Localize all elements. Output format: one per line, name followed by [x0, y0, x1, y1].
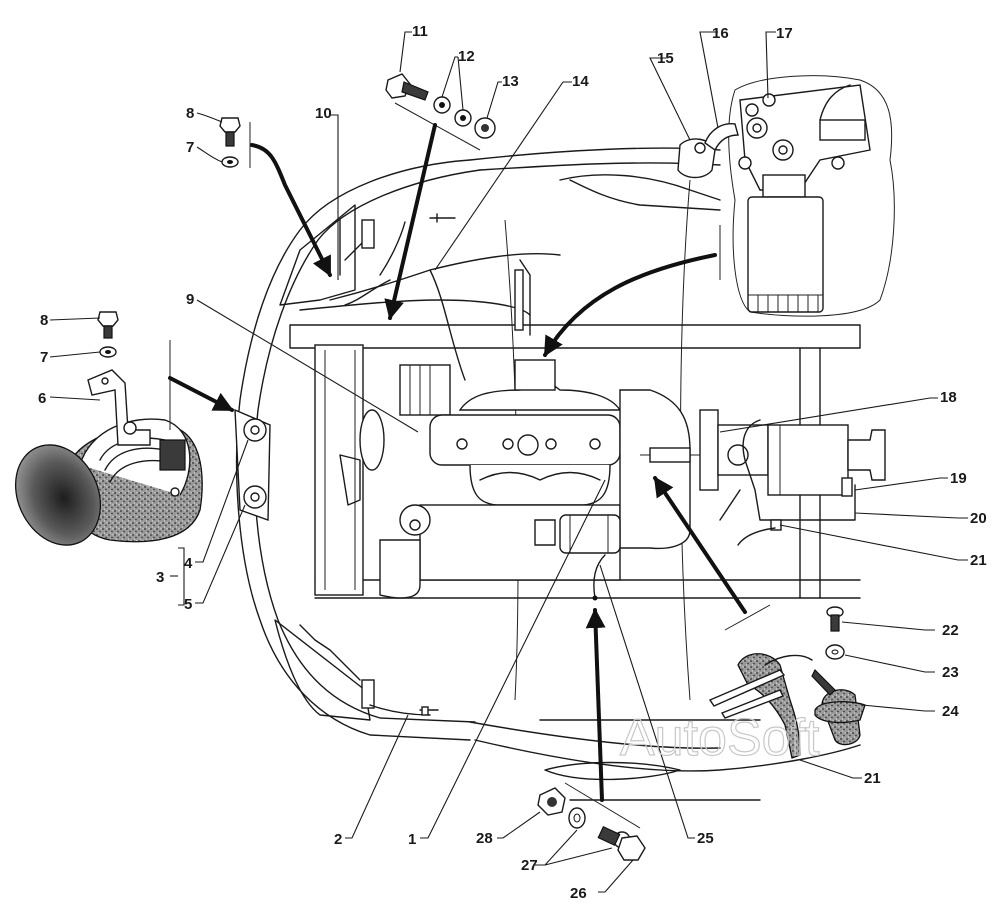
callout-23: 23 [942, 664, 959, 681]
callout-14: 14 [572, 73, 589, 90]
callout-16: 16 [712, 25, 729, 42]
callout-18: 18 [940, 389, 957, 406]
callout-17: 17 [776, 25, 793, 42]
radiator [314, 344, 364, 596]
callout-9: 9 [186, 291, 194, 308]
callout-1: 1 [408, 831, 416, 848]
callout-27: 27 [521, 857, 538, 874]
ground-bolt-top [219, 117, 241, 168]
callout-21-upper: 21 [970, 552, 987, 569]
leader-lines [49, 31, 968, 893]
oil-pressure-sensor [677, 123, 739, 179]
ground-bolt-11 [385, 73, 429, 101]
callout-28: 28 [476, 830, 493, 847]
callout-7-left: 7 [40, 349, 48, 366]
callout-11: 11 [412, 23, 428, 40]
sensor-screw [826, 606, 844, 632]
horn-mount-points [234, 408, 271, 521]
callout-21-lower: 21 [864, 770, 881, 787]
callout-7-top: 7 [186, 139, 194, 156]
bolt-26 [597, 825, 646, 861]
sensor-washer [825, 644, 845, 660]
callout-26: 26 [570, 885, 587, 902]
engine [339, 359, 691, 599]
callout-8-left: 8 [40, 312, 48, 329]
watermark: AutoSoft [620, 709, 820, 767]
callout-25: 25 [697, 830, 714, 847]
nut-13 [474, 117, 496, 139]
callout-3: 3 [156, 569, 164, 586]
callout-24: 24 [942, 703, 959, 720]
horn-bracket [87, 369, 151, 446]
oil-filter-inset [719, 75, 895, 317]
lock-washers-12 [433, 96, 472, 127]
callout-12: 12 [458, 48, 475, 65]
callout-22: 22 [942, 622, 959, 639]
callout-4: 4 [184, 555, 193, 572]
sensor-clamp [708, 653, 813, 759]
starter-motor [534, 514, 621, 554]
nut-28 [537, 787, 566, 816]
car-body-outline [235, 147, 861, 801]
wiring-harness [299, 213, 606, 716]
callout-20: 20 [970, 510, 987, 527]
horn [14, 418, 203, 546]
left-foglamp [274, 619, 375, 721]
callout-2: 2 [334, 831, 342, 848]
gearbox [640, 409, 886, 546]
callout-6: 6 [38, 390, 46, 407]
callout-15: 15 [657, 50, 674, 67]
callout-10: 10 [315, 105, 332, 122]
callout-labels: 1 2 3 4 5 6 7 7 8 8 9 10 11 12 13 14 15 … [38, 23, 987, 902]
speed-sensor [811, 668, 866, 746]
horn-lock-washer [99, 346, 117, 358]
callout-13: 13 [502, 73, 519, 90]
callout-8-top: 8 [186, 105, 194, 122]
callout-19: 19 [950, 470, 967, 487]
left-headlamp [279, 204, 375, 306]
callout-5: 5 [184, 596, 192, 613]
horn-bolt [97, 311, 119, 339]
